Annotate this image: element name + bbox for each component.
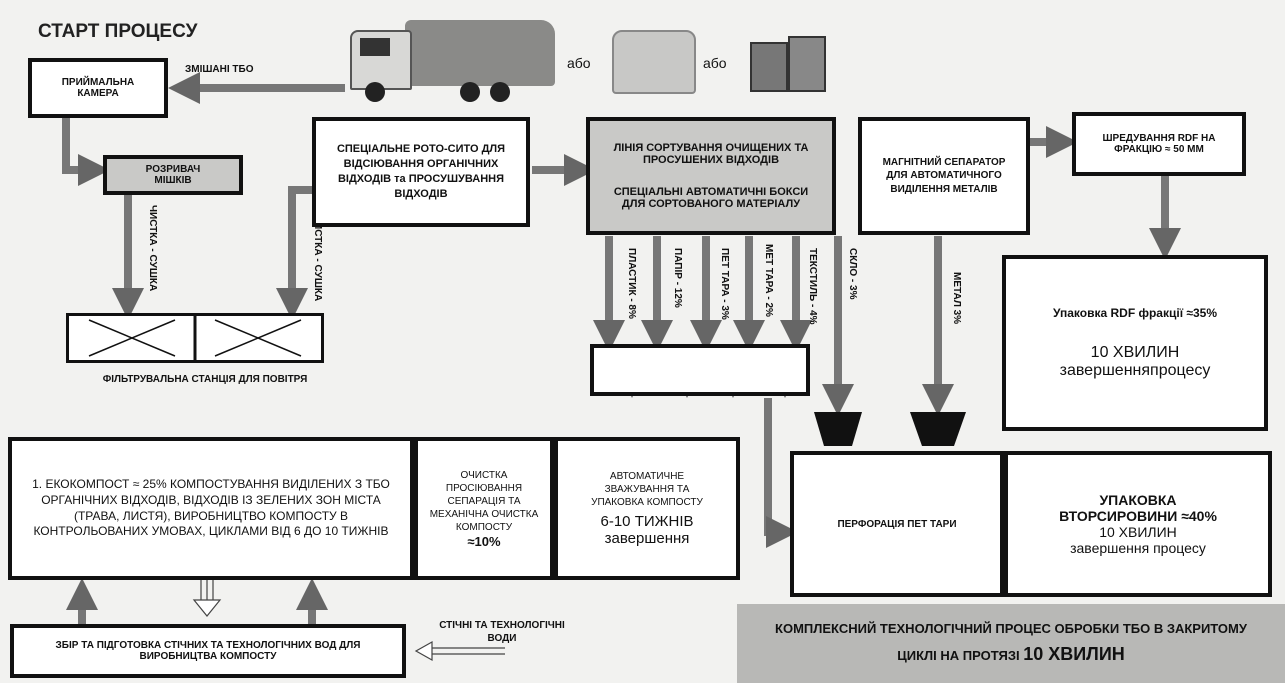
screening-percent: ≈10%: [467, 533, 501, 549]
fraction-metal-pack: МЕТ ТАРА - 2%: [763, 244, 774, 317]
screening-box: ОЧИСТКА ПРОСІЮВАННЯ СЕПАРАЦІЯ ТА МЕХАНІЧ…: [414, 437, 554, 580]
mixed-waste-label: ЗМІШАНІ ТБО: [185, 64, 254, 75]
shredding-label: ШРЕДУВАННЯ RDF НА ФРАКЦІЮ ≈ 50 ММ: [1102, 133, 1216, 155]
rdf-complete-label: завершенняпроцесу: [1059, 362, 1211, 379]
arrow-sieve-to-filter: [276, 186, 312, 320]
sorting-line-box: ЛІНІЯ СОРТУВАННЯ ОЧИЩЕНИХ ТА ПРОСУШЕНИХ …: [586, 117, 836, 235]
bag-breaker-label: РОЗРИВАЧ МІШКІВ: [145, 164, 201, 186]
fraction-plastic: ПЛАСТИК - 8%: [626, 248, 637, 319]
fraction-textile: ТЕКСТИЛЬ - 4%: [807, 248, 818, 325]
summary-banner: КОМПЛЕКСНИЙ ТЕХНОЛОГІЧНИЙ ПРОЦЕС ОБРОБКИ…: [737, 604, 1285, 683]
screening-label: ОЧИСТКА ПРОСІЮВАННЯ СЕПАРАЦІЯ ТА МЕХАНІЧ…: [429, 469, 539, 533]
reception-chamber-box: ПРИЙМАЛЬНА КАМЕРА: [28, 58, 168, 118]
rdf-time-label: 10 ХВИЛИН: [1090, 344, 1180, 361]
compost-label: 1. ЕКОКОМПОСТ ≈ 25% КОМПОСТУВАННЯ ВИДІЛЕ…: [32, 477, 390, 539]
rdf-packaging-box: Упаковка RDF фракції ≈35% 10 ХВИЛИН заве…: [1002, 255, 1268, 431]
fraction-metal: МЕТАЛ 3%: [951, 272, 962, 325]
filter-cross-icon: [88, 316, 302, 360]
arrow-reception-to-breaker: [62, 118, 110, 186]
bin-metal: [910, 412, 966, 446]
waste-container-image: [612, 30, 696, 94]
bins-image: [750, 30, 826, 92]
rdf-packaging-label: Упаковка RDF фракції ≈35%: [1052, 306, 1218, 320]
garbage-truck-image: [350, 12, 555, 102]
arrow-compost-to-water: [200, 580, 214, 600]
water-prep-label: ЗБІР ТА ПІДГОТОВКА СТІЧНИХ ТА ТЕХНОЛОГІЧ…: [55, 640, 361, 662]
fraction-glass: СКЛО - 3%: [847, 248, 858, 300]
rotary-sieve-box: СПЕЦІАЛЬНЕ РОТО-СИТО ДЛЯ ВІДСІЮВАННЯ ОРГ…: [312, 117, 530, 227]
sorting-line-label: ЛІНІЯ СОРТУВАННЯ ОЧИЩЕНИХ ТА ПРОСУШЕНИХ …: [613, 141, 809, 166]
weighing-complete: завершення: [604, 530, 690, 547]
fraction-pet: ПЕТ ТАРА - 3%: [719, 248, 730, 320]
water-prep-box: ЗБІР ТА ПІДГОТОВКА СТІЧНИХ ТА ТЕХНОЛОГІЧ…: [10, 624, 406, 678]
reception-chamber-label: ПРИЙМАЛЬНА КАМЕРА: [61, 77, 135, 99]
clean-dry-label-2: ЧИСТКА - СУШКА: [312, 215, 323, 302]
weighing-weeks: 6-10 ТИЖНІВ: [600, 513, 694, 530]
summary-time: 10 ХВИЛИН: [1023, 643, 1125, 664]
compost-box: 1. ЕКОКОМПОСТ ≈ 25% КОМПОСТУВАННЯ ВИДІЛЕ…: [8, 437, 414, 580]
waste-water-label: СТІЧНІ ТА ТЕХНОЛОГІЧНІ ВОДИ: [439, 620, 565, 644]
summary-text: КОМПЛЕКСНИЙ ТЕХНОЛОГІЧНИЙ ПРОЦЕС ОБРОБКИ…: [775, 620, 1247, 663]
sorting-boxes-label: СПЕЦІАЛЬНІ АВТОМАТИЧНІ БОКСИ ДЛЯ СОРТОВА…: [613, 186, 809, 211]
weighing-label: АВТОМАТИЧНЕ ЗВАЖУВАННЯ ТА УПАКОВКА КОМПО…: [591, 471, 703, 508]
page-title: СТАРТ ПРОЦЕСУ: [38, 21, 198, 42]
sorted-material-boxes: [590, 344, 810, 396]
arrow-boxes-to-perforation: [764, 398, 798, 548]
magnetic-separator-label: МАГНІТНИЙ СЕПАРАТОР ДЛЯ АВТОМАТИЧНОГО ВИ…: [882, 156, 1006, 195]
recyclables-complete: завершення процесу: [1070, 540, 1206, 556]
bag-breaker-box: РОЗРИВАЧ МІШКІВ: [103, 155, 243, 195]
perforation-box: ПЕРФОРАЦІЯ ПЕТ ТАРИ: [790, 451, 1004, 597]
summary-label: КОМПЛЕКСНИЙ ТЕХНОЛОГІЧНИЙ ПРОЦЕС ОБРОБКИ…: [761, 619, 1261, 669]
rotary-sieve-label: СПЕЦІАЛЬНЕ РОТО-СИТО ДЛЯ ВІДСІЮВАННЯ ОРГ…: [336, 143, 506, 200]
fraction-paper: ПАПІР - 12%: [672, 248, 683, 308]
filter-station-box: [66, 313, 324, 363]
weighing-box: АВТОМАТИЧНЕ ЗВАЖУВАННЯ ТА УПАКОВКА КОМПО…: [554, 437, 740, 580]
or-label-1: або: [567, 55, 591, 71]
bin-glass: [814, 412, 862, 446]
or-label-2: або: [703, 55, 727, 71]
clean-dry-label-1: ЧИСТКА - СУШКА: [147, 205, 158, 292]
filter-station-label: ФІЛЬТРУВАЛЬНА СТАНЦІЯ ДЛЯ ПОВІТРЯ: [102, 374, 308, 385]
recyclables-label: УПАКОВКА ВТОРСИРОВИНИ ≈40%: [1059, 492, 1217, 524]
recyclables-box: УПАКОВКА ВТОРСИРОВИНИ ≈40% 10 ХВИЛИН зав…: [1004, 451, 1272, 597]
arrow-wastewater-in: [430, 647, 505, 655]
shredding-box: ШРЕДУВАННЯ RDF НА ФРАКЦІЮ ≈ 50 ММ: [1072, 112, 1246, 176]
recyclables-time: 10 ХВИЛИН: [1099, 524, 1177, 540]
perforation-label: ПЕРФОРАЦІЯ ПЕТ ТАРИ: [837, 518, 957, 530]
magnetic-separator-box: МАГНІТНИЙ СЕПАРАТОР ДЛЯ АВТОМАТИЧНОГО ВИ…: [858, 117, 1030, 235]
